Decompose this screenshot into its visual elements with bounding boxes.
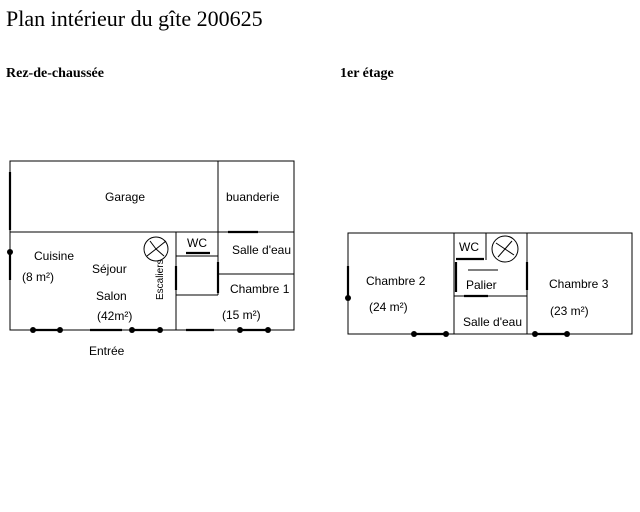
bedroom3-area: (23 m²) [550, 304, 589, 318]
bedroom2-area: (24 m²) [369, 300, 408, 314]
stairs-label: Escaliers [155, 259, 166, 300]
stairs-line [495, 242, 506, 250]
stairs-line [155, 240, 167, 250]
stairs-line [504, 240, 513, 250]
ground-floor-plan: Garage buanderie Cuisine (8 m²) Séjour S… [7, 160, 295, 358]
first-floor-plan: Chambre 2 (24 m²) WC Palier Salle d'eau … [345, 232, 633, 337]
stairs-line [155, 248, 165, 257]
bathroom-label: Salle d'eau [463, 315, 522, 329]
first-floor-heading: 1er étage [340, 66, 394, 81]
bedroom1-label: Chambre 1 [230, 282, 290, 296]
garage-label: Garage [105, 190, 145, 204]
ground-floor-heading: Rez-de-chaussée [6, 66, 104, 81]
plan-title: Plan intérieur du gîte 200625 [6, 6, 263, 31]
bedroom3-label: Chambre 3 [549, 277, 609, 291]
bedroom2-label: Chambre 2 [366, 274, 426, 288]
bedroom1-area: (15 m²) [222, 308, 261, 322]
landing-label: Palier [466, 278, 497, 292]
kitchen-area: (8 m²) [22, 270, 54, 284]
stairs-line [497, 248, 506, 258]
kitchen-label: Cuisine [34, 249, 74, 263]
wc-label: WC [459, 240, 479, 254]
wc-label: WC [187, 236, 207, 250]
bathroom-label: Salle d'eau [232, 243, 291, 257]
stairs-line [504, 248, 515, 256]
laundry-label: buanderie [226, 190, 280, 204]
stairs-line [146, 248, 157, 257]
living-label: Séjour [92, 262, 127, 276]
stairs-line [149, 240, 157, 250]
lounge-label: Salon [96, 289, 127, 303]
stairs-symbol [143, 236, 169, 262]
entrance-label: Entrée [89, 344, 125, 358]
living-area: (42m²) [97, 309, 132, 323]
stairs-symbol [491, 235, 519, 263]
